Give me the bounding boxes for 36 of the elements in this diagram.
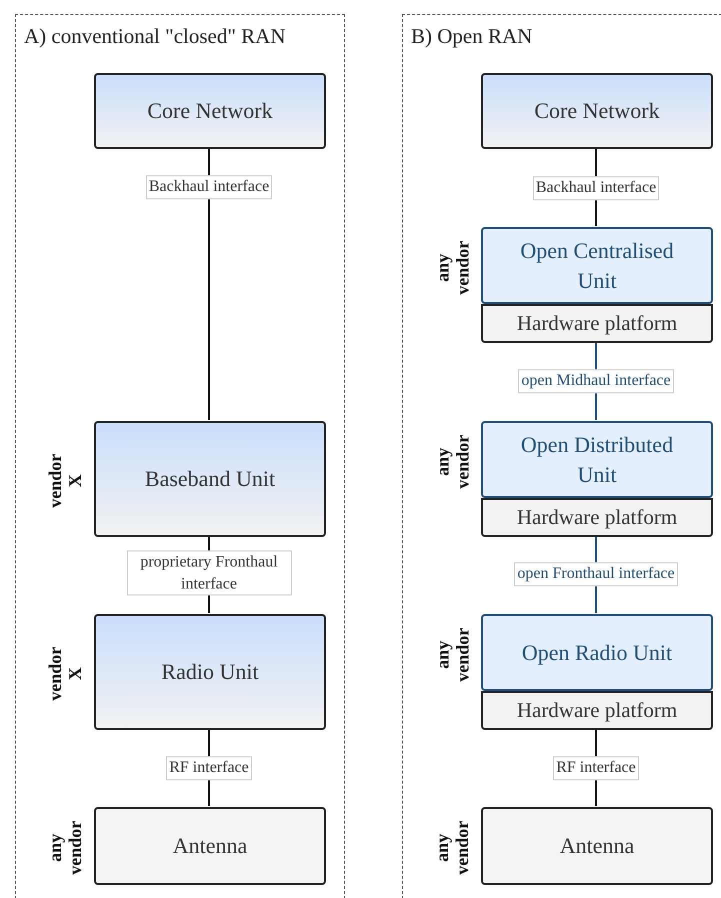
- panel-title: B) Open RAN: [411, 23, 532, 50]
- platform-box: [481, 691, 713, 730]
- unit-label: Hardware platform: [516, 504, 678, 532]
- unit-label: Radio Unit: [161, 658, 259, 686]
- vendor-label: any vendor: [433, 434, 473, 491]
- unit-label: Core Network: [534, 97, 660, 126]
- vendor-label: any vendor: [433, 626, 473, 684]
- platform-box: [481, 498, 713, 537]
- dashed-panel: [402, 14, 721, 898]
- unit-label: Antenna: [172, 832, 248, 860]
- edge-label: proprietary Fronthaul interface: [126, 550, 292, 596]
- edge-label: Backhaul interface: [532, 176, 660, 200]
- unit-box: [481, 73, 713, 149]
- unit-label: Hardware platform: [516, 310, 678, 338]
- edge-label: RF interface: [166, 756, 252, 780]
- unit-label: Core Network: [147, 97, 273, 126]
- edge-label: open Midhaul interface: [518, 369, 674, 393]
- vendor-label: vendor X: [46, 453, 86, 510]
- vendor-label: any vendor: [46, 820, 86, 877]
- unit-label: Open Distributed Unit: [520, 430, 674, 488]
- edge-label: open Fronthaul interface: [514, 562, 678, 586]
- platform-box: [481, 304, 713, 343]
- unit-label: Open Centralised Unit: [519, 236, 675, 294]
- connector-line: [208, 148, 210, 420]
- vendor-label: any vendor: [433, 240, 473, 297]
- vendor-label: vendor X: [46, 646, 86, 703]
- unit-label: Baseband Unit: [144, 465, 276, 494]
- panel-title: A) conventional "closed" RAN: [24, 23, 286, 50]
- edge-label: RF interface: [553, 756, 639, 780]
- edge-label: Backhaul interface: [146, 175, 272, 199]
- vendor-label: any vendor: [433, 820, 473, 877]
- unit-label: Open Radio Unit: [520, 638, 674, 667]
- dashed-panel: [15, 14, 345, 898]
- unit-label: Hardware platform: [516, 697, 678, 724]
- unit-label: Antenna: [560, 832, 634, 860]
- unit-box: [94, 73, 326, 149]
